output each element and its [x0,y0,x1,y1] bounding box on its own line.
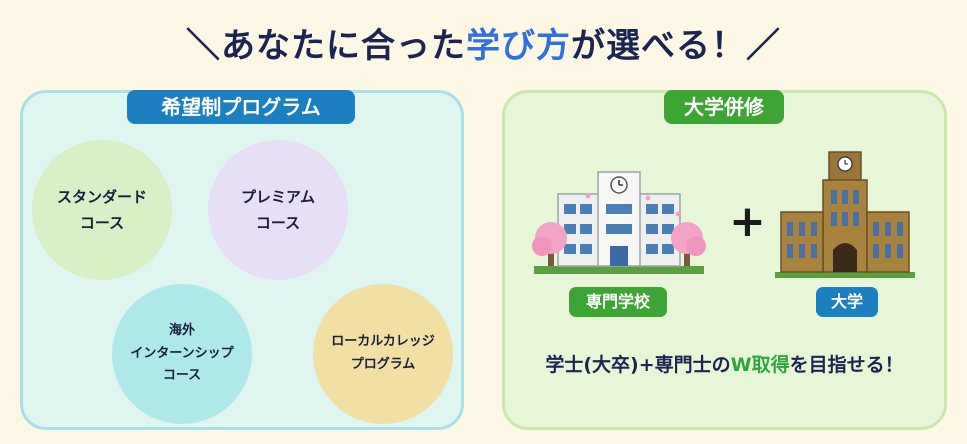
premium-course-circle[interactable]: プレミアム コース [208,140,348,280]
local-college-circle[interactable]: ローカルカレッジ プログラム [313,284,453,424]
caption-suffix: を目指せる！ [789,354,904,376]
course-line: スタンダード [56,187,147,206]
vocational-school-label: 専門学校 [569,287,667,317]
vocational-school-illustration [532,171,706,274]
course-line: プログラム [350,357,416,372]
course-line: コース [255,214,301,232]
program-tag: 希望制プログラム [127,90,355,124]
headline-highlight: 学び方 [466,26,571,66]
plus-sign: + [729,196,766,247]
double-degree-caption: 学士(大卒)+専門士のW取得を目指せる！ [502,350,947,377]
headline-prefix: ＼あなたに合った [186,26,466,66]
course-line: インターンシップ [130,345,234,361]
headline: ＼あなたに合った学び方が選べる！／ [0,18,967,67]
course-line: ローカルカレッジ [331,334,435,350]
caption-prefix: 学士(大卒)+専門士の [545,354,731,376]
university-label: 大学 [816,287,878,317]
standard-course-circle[interactable]: スタンダード コース [32,140,172,280]
overseas-internship-circle[interactable]: 海外 インターンシップ コース [112,284,252,424]
caption-highlight: W取得 [730,354,790,376]
double-degree-tag: 大学併修 [664,90,784,124]
headline-suffix: が選べる！／ [571,26,781,66]
university-illustration [775,151,915,278]
course-line: コース [162,368,202,384]
course-line: コース [79,214,125,232]
course-line: プレミアム [241,187,315,206]
course-line: 海外 [168,322,195,338]
